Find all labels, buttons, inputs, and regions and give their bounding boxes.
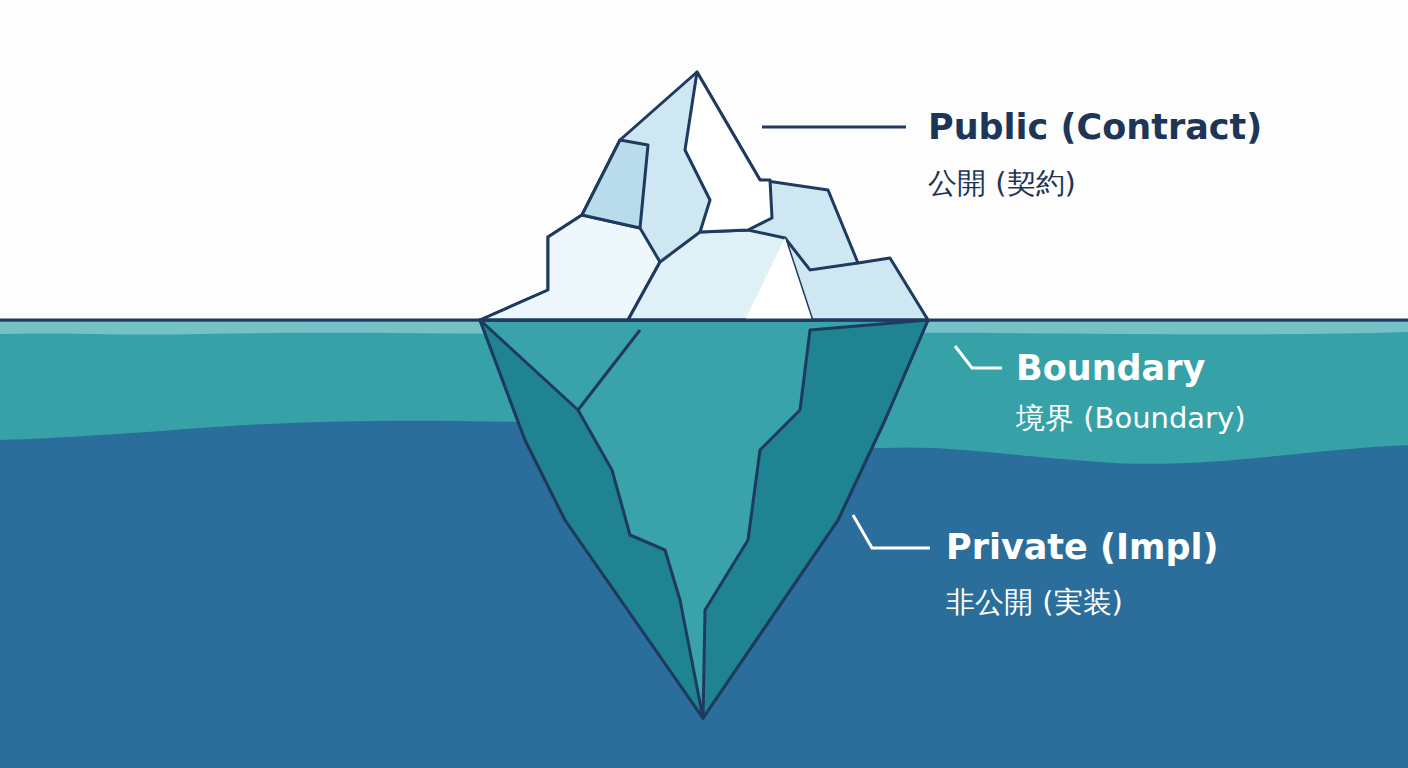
sky xyxy=(0,0,1408,320)
public-sublabel: 公開 (契約) xyxy=(928,166,1076,201)
leader-line xyxy=(853,515,930,548)
boundary-label: Boundary xyxy=(1016,347,1205,389)
leader-line xyxy=(762,126,906,129)
ice-facet xyxy=(582,140,648,228)
submerged-facet xyxy=(480,320,703,718)
facet-line xyxy=(578,330,640,410)
private-label: Private (Impl) xyxy=(946,526,1219,568)
facet-line xyxy=(785,238,858,270)
private-sublabel: 非公開 (実装) xyxy=(946,585,1123,620)
ice-facet xyxy=(480,215,660,320)
leader-line xyxy=(955,346,1002,368)
deep-water xyxy=(0,320,1408,768)
ice-facet xyxy=(628,230,812,320)
submerged-facet xyxy=(703,320,928,718)
public-label: Public (Contract) xyxy=(928,106,1262,148)
boundary-sublabel: 境界 (Boundary) xyxy=(1016,401,1246,436)
ice-facet xyxy=(685,72,772,232)
waterline xyxy=(0,319,1408,322)
visible-ice xyxy=(480,72,928,320)
submerged-ice xyxy=(480,320,928,718)
ice-highlight xyxy=(745,238,812,320)
